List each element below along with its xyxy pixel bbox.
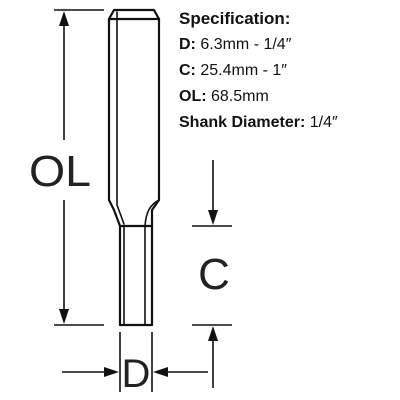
spec-row-c: C: 25.4mm - 1″ bbox=[179, 58, 397, 84]
spec-key: Shank Diameter: bbox=[179, 114, 306, 131]
spec-key: D: bbox=[179, 36, 196, 53]
spec-value: 25.4mm - 1″ bbox=[200, 62, 287, 79]
spec-row-ol: OL: 68.5mm bbox=[179, 84, 397, 110]
d-arrow-left bbox=[104, 367, 119, 377]
spec-value: 68.5mm bbox=[211, 88, 269, 105]
spec-row-shank: Shank Diameter: 1/4″ bbox=[179, 110, 397, 136]
spec-key: OL: bbox=[179, 88, 207, 105]
c-label: C bbox=[198, 250, 230, 299]
c-arrow-top bbox=[208, 210, 218, 225]
shank-flute-curve bbox=[144, 199, 160, 227]
spec-value: 6.3mm - 1/4″ bbox=[200, 36, 292, 53]
ol-label: OL bbox=[29, 147, 91, 196]
spec-row-d: D: 6.3mm - 1/4″ bbox=[179, 32, 397, 58]
d-arrow-right bbox=[153, 367, 168, 377]
bit-cutter bbox=[118, 224, 154, 327]
spec-title: Specification: bbox=[179, 9, 291, 28]
ol-arrow-top bbox=[59, 11, 69, 26]
shank-inner-edge bbox=[116, 11, 125, 225]
spec-value: 1/4″ bbox=[309, 114, 338, 131]
d-label: D bbox=[122, 352, 151, 396]
ol-arrow-bottom bbox=[59, 309, 69, 324]
spec-key: C: bbox=[179, 62, 196, 79]
c-arrow-bottom bbox=[208, 326, 218, 341]
specification-panel: Specification: D: 6.3mm - 1/4″ C: 25.4mm… bbox=[179, 6, 397, 136]
